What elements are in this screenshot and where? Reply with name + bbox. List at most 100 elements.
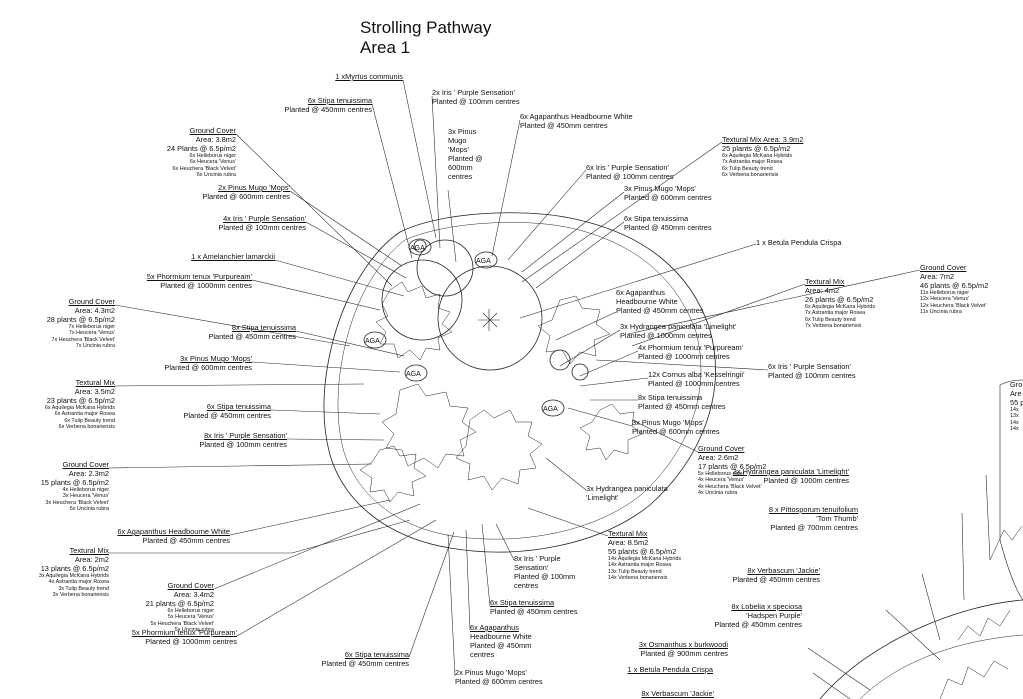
- leader-line: [286, 438, 385, 441]
- leader-line: [481, 523, 491, 607]
- plant-label-betula-1: 1 x Betula Pendula Crispa: [756, 238, 841, 247]
- aga-tag: AGA: [365, 338, 380, 345]
- leader-line: [521, 141, 723, 283]
- leader-line: [371, 103, 413, 259]
- tree-canopy-myrtus: [416, 239, 474, 297]
- plant-label-line: Ground Cover: [920, 263, 967, 272]
- plant-label-line: 2x Pinus Mugo 'Mops': [218, 183, 290, 192]
- plant-label-line: 24 Plants @ 6.5p/m2: [166, 144, 236, 153]
- plant-label-line: Area: 4.3m2: [74, 306, 115, 315]
- plant-label-line: 25 plants @ 6.5p/m2: [722, 144, 791, 153]
- plant-label-line: 6x Stipa tenuissima: [206, 402, 271, 411]
- plant-label-pinus-mugo-bottom: 2x Pinus Mugo 'Mops'Planted @ 600mm cent…: [455, 668, 543, 686]
- shrub-cluster: [413, 239, 589, 381]
- plant-label-line: Planted @ 600mm centres: [632, 427, 720, 436]
- bed-outline-2: [819, 599, 1023, 699]
- plant-label-line: 5x Phormium tenux 'Purpuream': [146, 272, 252, 281]
- plant-label-line: Mugo: [448, 136, 467, 145]
- plant-label-line: 11x Uncinia rubra: [920, 309, 962, 316]
- plant-label-pinus-mugo-right1: 3x Pinus Mugo 'Mops'Planted @ 600mm cent…: [624, 184, 712, 202]
- plant-label-line: 13x: [1010, 413, 1019, 420]
- tree-canopy-amelanchier: [381, 259, 463, 341]
- plant-label-line: 2x Iris ' Purple Sensation': [432, 88, 515, 97]
- plant-label-line: 6x Aquilegia McKana Hybrids: [805, 304, 876, 310]
- planting-area: [579, 403, 643, 461]
- plant-label-line: Planted @ 450mm centres: [714, 620, 802, 629]
- planting-area: [375, 281, 453, 361]
- leader-line: [985, 474, 991, 561]
- plant-label-line: 6x Heucera 'Venus': [189, 159, 236, 166]
- plant-label-line: 'Mops': [448, 145, 469, 154]
- plant-label-line: Ground Cover: [68, 297, 115, 306]
- plant-label-line: 4x Phormium tenux 'Purpuream': [638, 343, 744, 352]
- plant-label-line: Are: [1010, 389, 1022, 398]
- plant-label-line: 4x Uncinia rubra: [698, 490, 738, 497]
- planting-area: [455, 409, 543, 491]
- leader-line: [402, 79, 437, 239]
- plant-label-line: Area: 2.3m2: [68, 469, 109, 478]
- leader-line: [519, 243, 757, 319]
- plant-label-line: 13 plants @ 6.5p/m2: [40, 564, 109, 573]
- plant-label-line: Headbourne White: [616, 297, 678, 306]
- plant-label-line: Sensation': [514, 563, 549, 572]
- plant-label-line: 4x Iris ' Purple Sensation': [223, 214, 306, 223]
- plant-label-line: Textural Mix: [69, 546, 109, 555]
- plant-label-line: 7x Astrantia major Rosea: [805, 310, 866, 317]
- plant-label-line: Planted @: [448, 154, 483, 163]
- leader-line: [114, 304, 351, 347]
- plant-label-line: 14x Aquilegia McKana Hybrids: [608, 556, 682, 562]
- plant-label-line: 2x Pinus Mugo 'Mops': [455, 668, 527, 677]
- leader-line: [507, 169, 587, 261]
- plant-label-line: Area: 3.4m2: [173, 590, 214, 599]
- plant-label-line: 28 plants @ 6.5p/m2: [46, 315, 115, 324]
- plant-label-line: Planted @ 450mm centres: [624, 223, 712, 232]
- plant-label-pinus-mugo-left2: 3x Pinus Mugo 'Mops'Planted @ 600mm cent…: [164, 354, 252, 372]
- plant-label-line: Planted @ 600mm centres: [202, 192, 290, 201]
- leader-line: [559, 329, 621, 367]
- plant-label-pittosporum: 8 x Pittosporum tenuifolium'Tom Thumb'Pl…: [769, 505, 858, 532]
- leader-line: [631, 419, 699, 453]
- plant-label-verbascum-2: 8x Verbascum 'Jackie': [641, 689, 714, 698]
- plant-label-phormium-right: 4x Phormium tenux 'Purpuream'Planted @ 1…: [638, 343, 743, 361]
- plant-label-line: 3x Pinus: [448, 127, 477, 136]
- plant-label-line: 17 plants @ 6.5p/m2: [698, 462, 767, 471]
- aga-tag: AGA: [406, 371, 421, 378]
- plant-label-line: 23 plants @ 6.5p/m2: [46, 396, 115, 405]
- planting-area: [537, 295, 611, 365]
- plant-label-iris-purple-left1: 4x Iris ' Purple Sensation'Planted @ 100…: [218, 214, 306, 232]
- plant-label-line: 3x Aquilegia McKana Hybrids: [38, 573, 109, 579]
- plant-label-line: 6x Stipa tenuissima: [344, 650, 409, 659]
- plant-label-line: 5x Helleborus niger: [698, 471, 745, 477]
- plant-label-iris-purple-top: 2x Iris ' Purple Sensation'Planted @ 100…: [432, 88, 520, 106]
- plant-label-line: Planted @ 1000mm centres: [145, 637, 237, 646]
- plant-label-line: Planted @ 100mm centres: [768, 371, 856, 380]
- plant-label-line: 1 x Betula Pendula Crispa: [756, 238, 842, 247]
- plant-label-line: 6x Agapanthus: [470, 623, 519, 632]
- plant-label-pinus-mugo-left1: 2x Pinus Mugo 'Mops'Planted @ 600mm cent…: [202, 183, 290, 201]
- plant-label-line: 3x Verbena bonariensis: [52, 592, 109, 599]
- plant-label-line: 6x Iris ' Purple Sensation': [586, 163, 669, 172]
- plant-label-hydrangea-far: 3x Hydrangea paniculata 'Limelight'Plant…: [733, 467, 849, 485]
- plant-label-line: 6x Uncinia rubra: [196, 172, 236, 179]
- plant-label-line: Planted @ 450mm centres: [732, 575, 820, 584]
- plant-label-line: 3x Tulip Beauty trend: [58, 585, 109, 592]
- plant-label-line: 3x Pinus Mugo 'Mops': [624, 184, 696, 193]
- plant-label-line: Area: 7m2: [920, 272, 955, 281]
- plant-label-line: Planted @ 100mm centres: [586, 172, 674, 181]
- plant-label-line: centres: [448, 172, 473, 181]
- leader-line: [535, 221, 625, 289]
- plant-label-line: Headbourne White: [470, 632, 532, 641]
- plant-label-hydrangea-center: 3x Hydrangea paniculata'Limelight': [586, 484, 668, 502]
- plant-label-iris-purple-right: 6x Iris ' Purple Sensation'Planted @ 100…: [586, 163, 674, 181]
